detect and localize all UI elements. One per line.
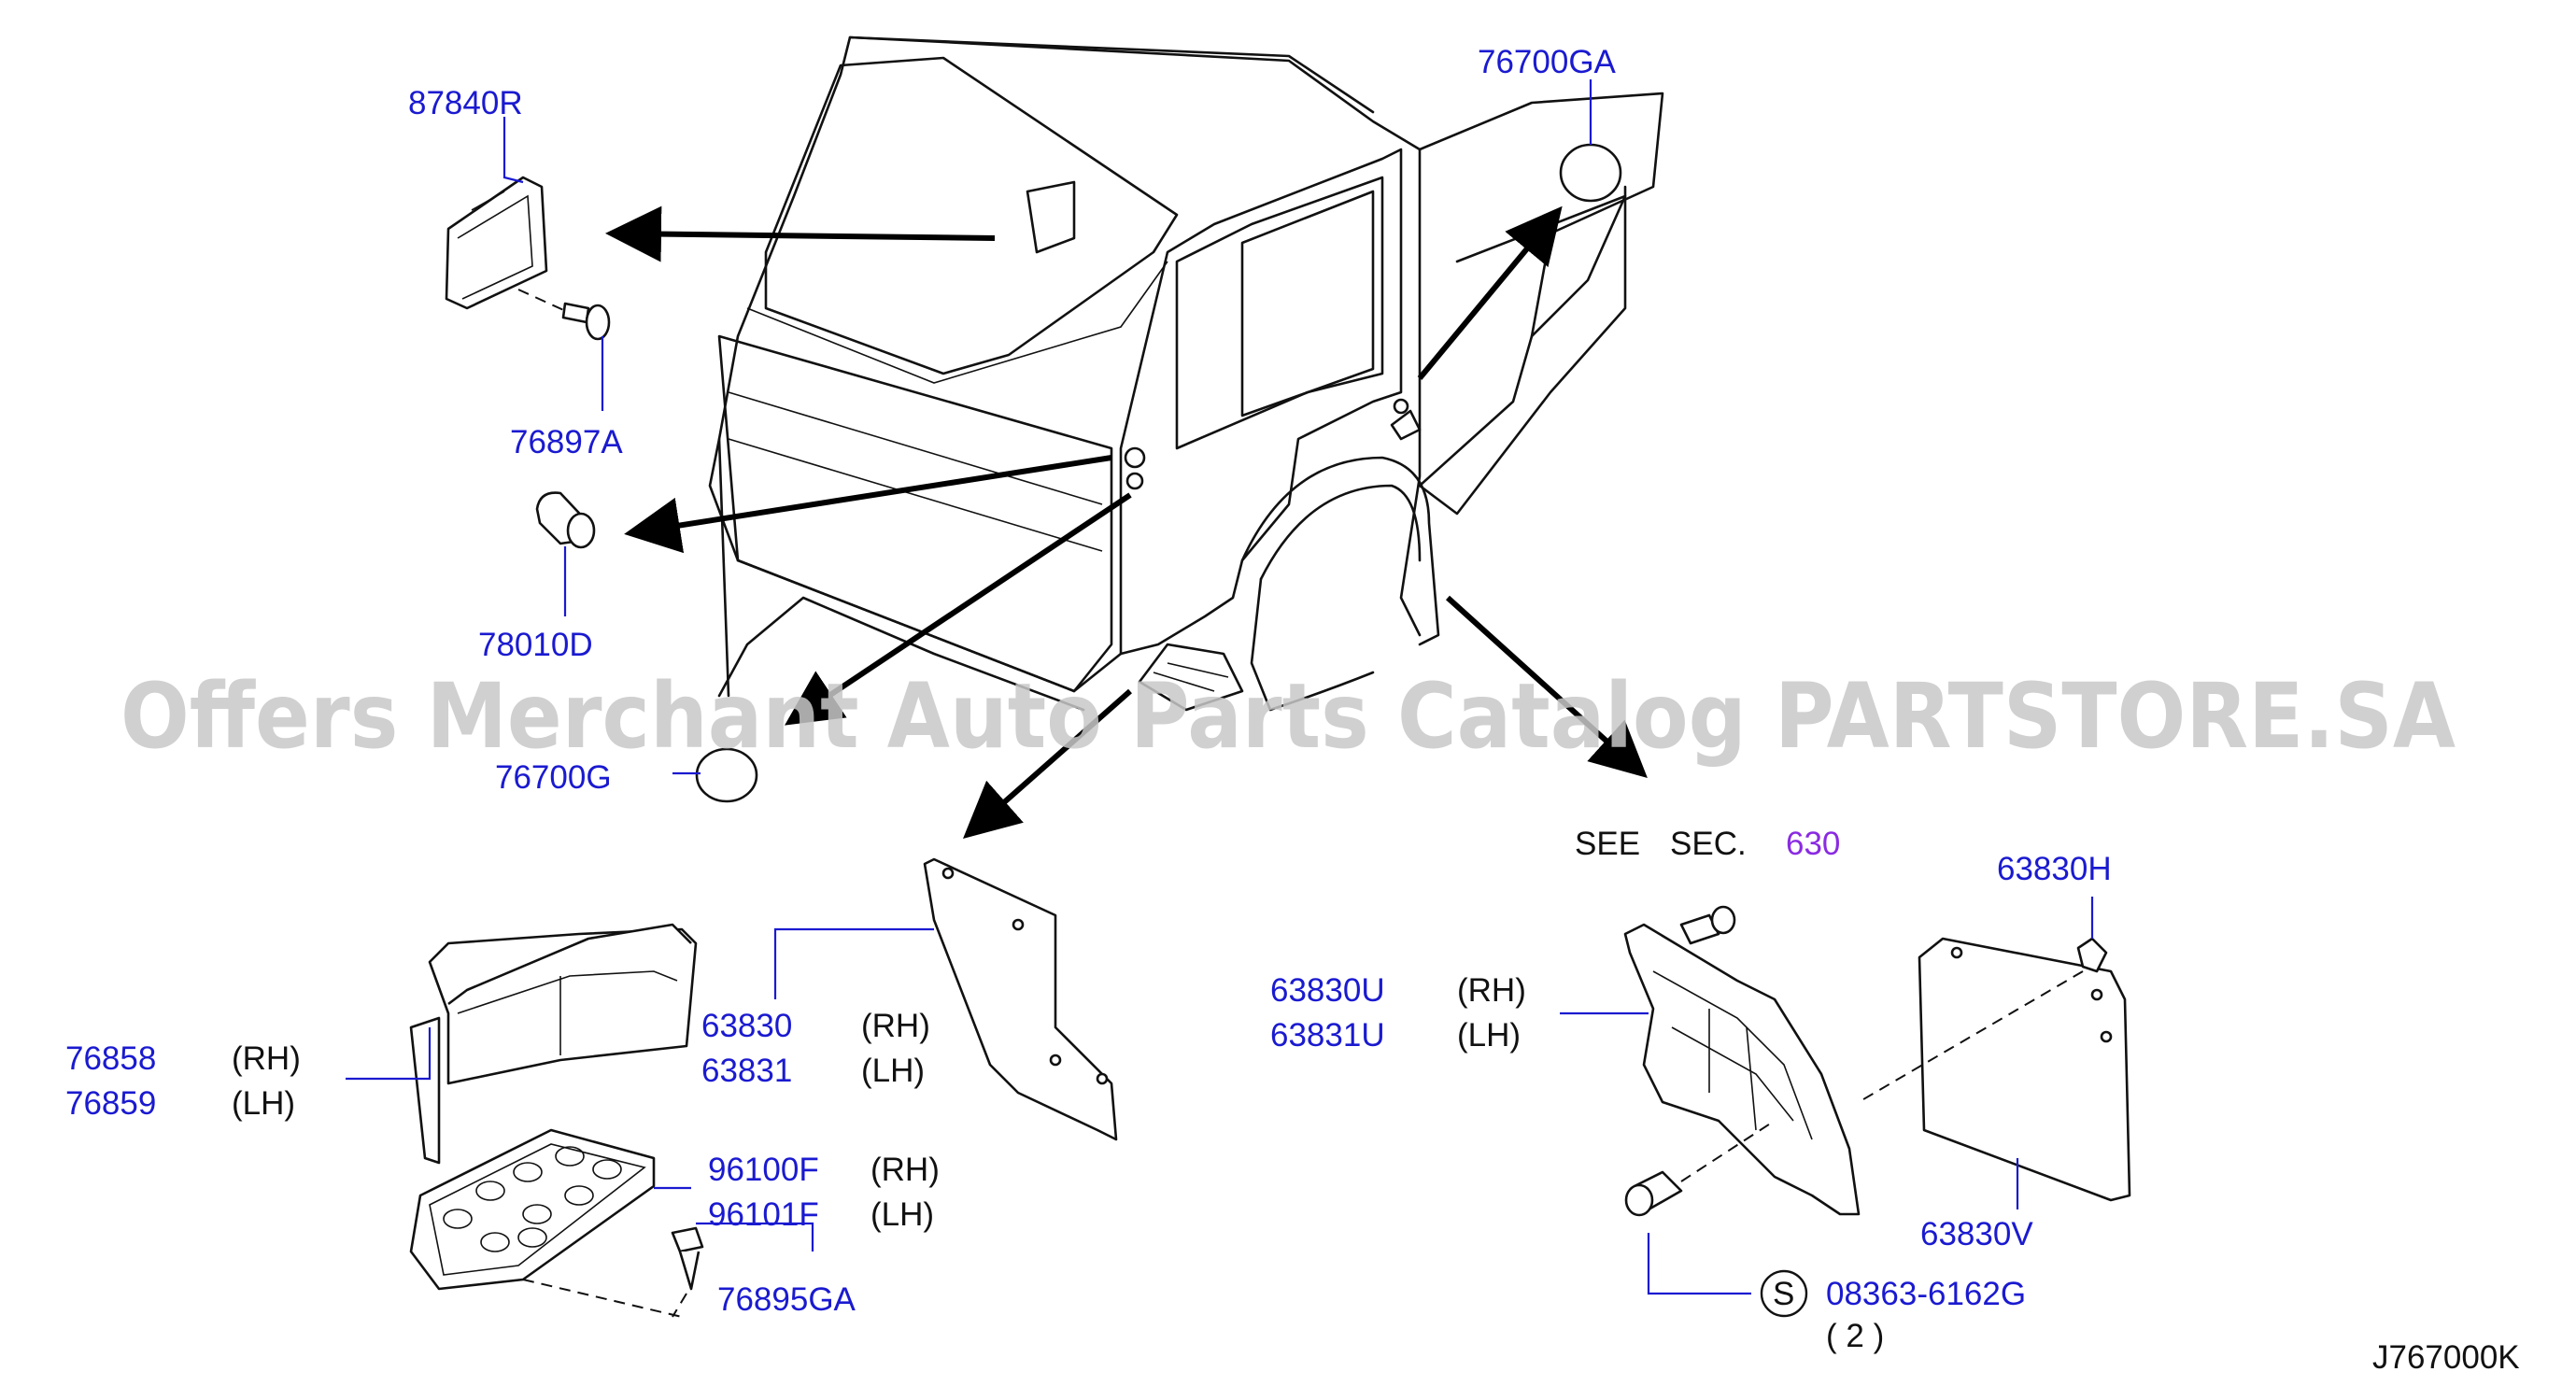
- label-78010D: 78010D: [478, 627, 593, 663]
- part-76895GA-dashline: [672, 1293, 687, 1318]
- part-96100F-dashline: [522, 1279, 683, 1318]
- part-76700G-drawing: [695, 747, 758, 803]
- label-section-number[interactable]: 630: [1786, 826, 1840, 862]
- watermark-text: Offers Merchant Auto Parts Catalog PARTS…: [120, 664, 2456, 769]
- leader-arrows: [605, 205, 1648, 839]
- label-76700G: 76700G: [495, 759, 612, 796]
- arrow-to-87840R: [605, 205, 996, 262]
- part-63830V-drawing: [1918, 937, 2131, 1202]
- label-76858: 76858: [65, 1040, 156, 1077]
- label-63830H: 63830H: [1997, 851, 2112, 887]
- label-96101F: 96101F: [708, 1196, 819, 1233]
- part-sec630-bolt-drawing: [1679, 905, 1736, 945]
- label-87840R: 87840R: [408, 85, 523, 121]
- part-87840R-drawing: [445, 176, 548, 310]
- label-96100F: 96100F: [708, 1152, 819, 1188]
- label-96100F-side: (RH): [870, 1152, 940, 1188]
- truck-cab-illustration: [708, 35, 1664, 712]
- part-96100F-drawing: [409, 1128, 656, 1291]
- label-63830V: 63830V: [1920, 1216, 2033, 1252]
- diagram-code: J767000K: [2372, 1339, 2520, 1376]
- label-96101F-side: (LH): [870, 1196, 934, 1233]
- arrow-to-mudguard: [963, 688, 1132, 839]
- part-76700GA-drawing: [1559, 143, 1622, 203]
- label-63830-side: (RH): [861, 1008, 930, 1044]
- label-76859-side: (LH): [232, 1085, 295, 1122]
- part-76858-drawing: [409, 923, 698, 1165]
- label-63830: 63830: [701, 1008, 792, 1044]
- label-76700GA: 76700GA: [1478, 44, 1617, 80]
- label-63830U-side: (RH): [1457, 972, 1526, 1009]
- label-see: SEE: [1575, 826, 1640, 862]
- arrow-to-76700GA: [1417, 205, 1563, 380]
- part-78010D-drawing: [535, 491, 596, 549]
- label-76897A: 76897A: [510, 424, 623, 460]
- label-76858-side: (RH): [232, 1040, 301, 1077]
- label-63831U-side: (LH): [1457, 1017, 1521, 1054]
- label-63831: 63831: [701, 1053, 792, 1089]
- label-08363-6162G: 08363-6162G: [1826, 1276, 2026, 1312]
- label-63830U: 63830U: [1270, 972, 1385, 1009]
- part-63830H-drawing: [2076, 937, 2108, 973]
- part-63830-drawing: [923, 857, 1118, 1141]
- part-87840R-dashline: [517, 289, 571, 314]
- label-fastener-quantity: ( 2 ): [1826, 1318, 1884, 1354]
- arrow-to-76700G: [785, 492, 1132, 726]
- label-63831-side: (LH): [861, 1053, 925, 1089]
- label-sec: SEC.: [1670, 826, 1747, 862]
- label-63831U: 63831U: [1270, 1017, 1385, 1054]
- part-63830H-dashline: [1858, 970, 2084, 1103]
- part-76897A-drawing: [561, 302, 611, 341]
- part-76895GA-drawing: [671, 1226, 704, 1291]
- fastener-symbol-circle: [1760, 1269, 1808, 1318]
- label-76895GA: 76895GA: [717, 1281, 856, 1318]
- label-leader-lines: [346, 79, 2094, 1295]
- part-08363-bolt-drawing: [1624, 1170, 1683, 1217]
- arrow-to-rear-protector: [1445, 595, 1648, 779]
- label-76859: 76859: [65, 1085, 156, 1122]
- part-63830U-drawing: [1623, 923, 1861, 1216]
- arrow-to-78010D: [624, 455, 1112, 554]
- label-fastener-symbol: S: [1773, 1276, 1794, 1312]
